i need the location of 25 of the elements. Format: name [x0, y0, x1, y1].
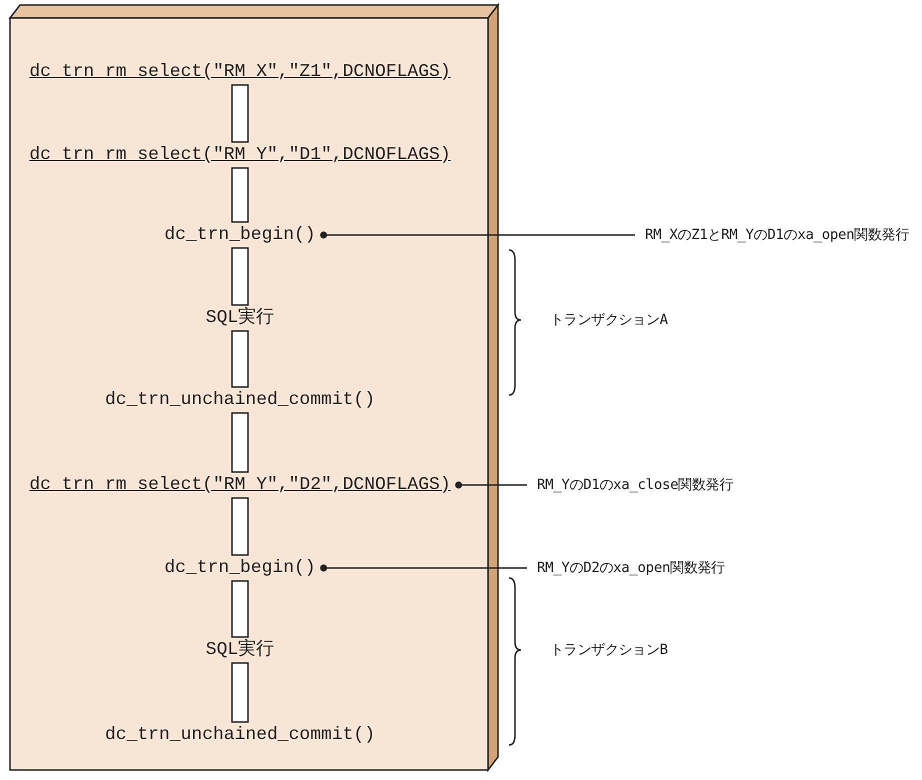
function-call-text: dc_trn_rm_select("RM_Y","D1",DCNOFLAGS): [29, 144, 451, 166]
step-text: SQL実行: [206, 307, 274, 329]
leader-line: [320, 564, 527, 572]
step-text: SQL実行: [206, 639, 274, 661]
function-call-text: dc_trn_rm_select("RM_Y","D2",DCNOFLAGS): [29, 474, 451, 496]
leader-line: [455, 482, 527, 488]
transaction-label: トランザクションB: [550, 641, 668, 660]
note-text: RM_YのD1のxa_close関数発行: [537, 475, 734, 495]
connector-bar: [231, 412, 249, 473]
note-text: RM_XのZ1とRM_YのD1のxa_open関数発行: [645, 225, 910, 245]
connector-bar: [231, 167, 249, 223]
leader-line: [320, 232, 635, 238]
step-text: dc_trn_begin(): [164, 557, 316, 579]
step-text: dc_trn_begin(): [164, 224, 316, 246]
connector-bar: [231, 330, 249, 388]
connector-bar: [231, 247, 249, 306]
step-text: dc_trn_unchained_commit(): [104, 724, 376, 746]
step-text: dc_trn_unchained_commit(): [104, 389, 376, 411]
connector-bar: [231, 497, 249, 556]
note-text: RM_YのD2のxa_open関数発行: [537, 558, 725, 578]
connector-bar: [231, 662, 249, 723]
connector-bar: [231, 580, 249, 638]
transaction-label: トランザクションA: [550, 311, 668, 330]
function-call-text: dc_trn_rm_select("RM_X","Z1",DCNOFLAGS): [29, 61, 451, 83]
connector-bar: [231, 84, 249, 143]
